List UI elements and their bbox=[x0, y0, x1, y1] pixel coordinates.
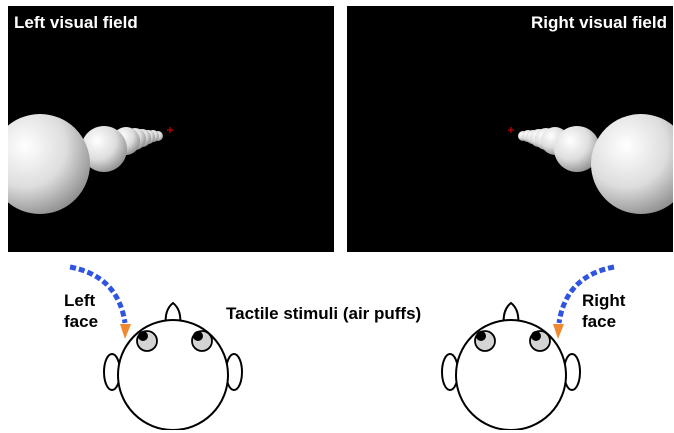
right-head-top-view-icon bbox=[436, 280, 586, 430]
left-face-label-line1: Left bbox=[64, 290, 98, 311]
right-face-label-line2: face bbox=[582, 311, 625, 332]
left-face-label-line2: face bbox=[64, 311, 98, 332]
left-face-label: Left face bbox=[64, 290, 98, 332]
right-face-label: Right face bbox=[582, 290, 625, 332]
right-face-label-line1: Right bbox=[582, 290, 625, 311]
tactile-stimuli-title: Tactile stimuli (air puffs) bbox=[226, 303, 421, 324]
